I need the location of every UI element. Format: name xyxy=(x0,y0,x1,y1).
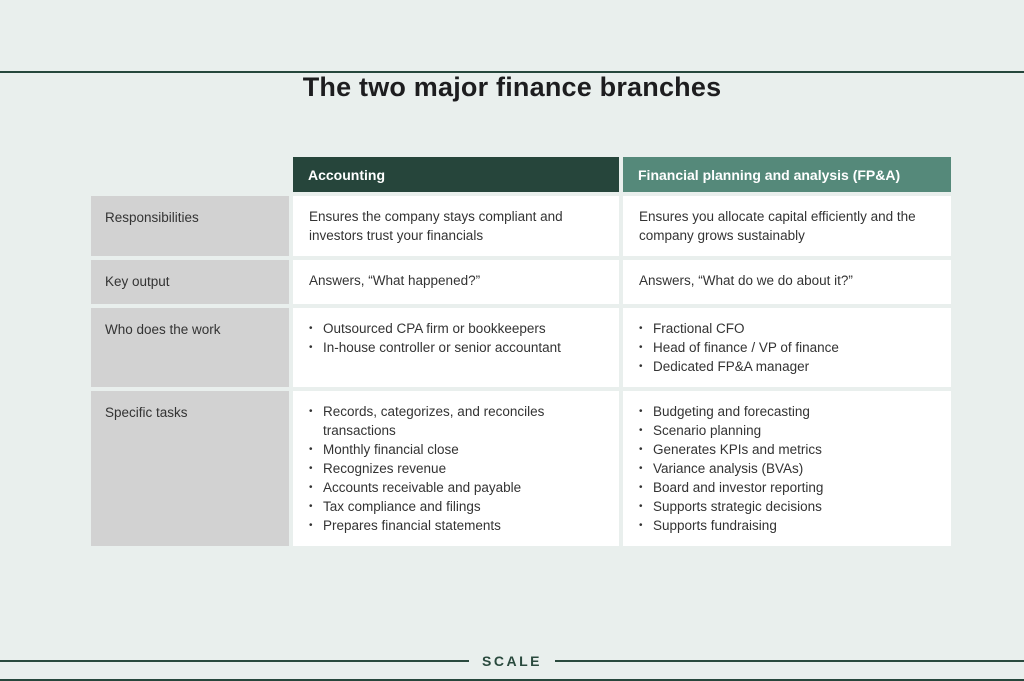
bullet-item: • Variance analysis (BVAs) xyxy=(639,459,935,478)
bullet-item: • Supports strategic decisions xyxy=(639,497,935,516)
footer-rule-left xyxy=(0,660,470,662)
table-cell-accounting: Ensures the company stays compliant and … xyxy=(293,196,619,256)
bullet-item: • Tax compliance and filings xyxy=(309,497,603,516)
table-cell-fpa: • Budgeting and forecasting • Scenario plan… xyxy=(623,391,951,546)
bullet-item: • Supports fundraising xyxy=(639,516,935,535)
bullet-item-text: Tax compliance and filings xyxy=(323,499,481,514)
bullet-item-text: Records, categorizes, and reconciles tra… xyxy=(323,404,545,438)
bullet-icon: • xyxy=(309,342,313,353)
bullet-icon: • xyxy=(639,361,643,372)
bullet-item-text: Supports strategic decisions xyxy=(653,499,822,514)
row-label-cell: Key output xyxy=(91,260,289,304)
bullet-icon: • xyxy=(309,323,313,334)
bullet-item: • Head of finance / VP of finance xyxy=(639,338,935,357)
bullet-icon: • xyxy=(639,444,643,455)
bullet-item-text: Fractional CFO xyxy=(653,321,745,336)
bullet-list: • Fractional CFO • Head of finance / VP of … xyxy=(639,319,935,376)
table-cell-accounting: • Outsourced CPA firm or bookkeepers • In-h… xyxy=(293,308,619,387)
bullet-icon: • xyxy=(639,342,643,353)
bullet-icon: • xyxy=(639,501,643,512)
bullet-item: • Dedicated FP&A manager xyxy=(639,357,935,376)
bullet-item-text: Recognizes revenue xyxy=(323,461,447,476)
bullet-item-text: Accounts receivable and payable xyxy=(323,480,522,495)
bullet-icon: • xyxy=(639,463,643,474)
bullet-icon: • xyxy=(639,520,643,531)
page-title: The two major finance branches xyxy=(302,72,722,102)
bullet-item-text: Head of finance / VP of finance xyxy=(653,340,839,355)
bullet-item-text: Supports fundraising xyxy=(653,518,777,533)
row-label-cell: Specific tasks xyxy=(91,391,289,546)
bullet-item: • Records, categorizes, and reconciles tr… xyxy=(309,402,603,440)
cell-text: Ensures you allocate capital efficiently… xyxy=(639,209,916,243)
bullet-item-text: Dedicated FP&A manager xyxy=(653,359,810,374)
footer: SCALE xyxy=(0,653,1024,669)
bullet-item-text: Monthly financial close xyxy=(323,442,459,457)
table-cell-accounting: Answers, “What happened?” xyxy=(293,260,619,304)
cell-text: Answers, “What do we do about it?” xyxy=(639,273,853,288)
table-cell-fpa: • Fractional CFO • Head of finance / VP of … xyxy=(623,308,951,387)
bullet-item-text: Variance analysis (BVAs) xyxy=(653,461,804,476)
comparison-grid: Accounting Financial planning and analys… xyxy=(91,157,951,546)
bullet-icon: • xyxy=(309,482,313,493)
row-label-cell: Who does the work xyxy=(91,308,289,387)
table-cell-fpa: Answers, “What do we do about it?” xyxy=(623,260,951,304)
comparison-table: Accounting Financial planning and analys… xyxy=(91,157,951,546)
footer-rule-right xyxy=(554,660,1024,662)
bullet-icon: • xyxy=(309,501,313,512)
bullet-item: • Prepares financial statements xyxy=(309,516,603,535)
bullet-item: • Fractional CFO xyxy=(639,319,935,338)
bullet-item-text: Board and investor reporting xyxy=(653,480,824,495)
brand-logo: SCALE xyxy=(482,653,542,669)
bullet-item-text: Budgeting and forecasting xyxy=(653,404,810,419)
bullet-icon: • xyxy=(639,482,643,493)
bullet-item: • Monthly financial close xyxy=(309,440,603,459)
bullet-item: • Board and investor reporting xyxy=(639,478,935,497)
bullet-item: • In-house controller or senior accountan… xyxy=(309,338,603,357)
bullet-item: • Scenario planning xyxy=(639,421,935,440)
cell-text: Ensures the company stays compliant and … xyxy=(309,209,563,243)
bullet-list: • Records, categorizes, and reconciles tr… xyxy=(309,402,603,535)
bullet-icon: • xyxy=(639,425,643,436)
bullet-list: • Outsourced CPA firm or bookkeepers • In-h… xyxy=(309,319,603,357)
bullet-item: • Budgeting and forecasting xyxy=(639,402,935,421)
bullet-item: • Generates KPIs and metrics xyxy=(639,440,935,459)
bullet-icon: • xyxy=(309,463,313,474)
bullet-icon: • xyxy=(309,406,313,417)
table-cell-accounting: • Records, categorizes, and reconciles tr… xyxy=(293,391,619,546)
bullet-item-text: Generates KPIs and metrics xyxy=(653,442,822,457)
table-corner-spacer xyxy=(91,157,289,192)
bullet-item-text: Scenario planning xyxy=(653,423,762,438)
bullet-item: • Outsourced CPA firm or bookkeepers xyxy=(309,319,603,338)
bullet-icon: • xyxy=(309,444,313,455)
bullet-icon: • xyxy=(639,406,643,417)
bullet-icon: • xyxy=(309,520,313,531)
row-label-cell: Responsibilities xyxy=(91,196,289,256)
bullet-item-text: Outsourced CPA firm or bookkeepers xyxy=(323,321,546,336)
column-header-accounting: Accounting xyxy=(293,157,619,192)
bullet-item-text: Prepares financial statements xyxy=(323,518,501,533)
table-cell-fpa: Ensures you allocate capital efficiently… xyxy=(623,196,951,256)
bullet-list: • Budgeting and forecasting • Scenario plan… xyxy=(639,402,935,535)
bullet-icon: • xyxy=(639,323,643,334)
bullet-item-text: In-house controller or senior accountant xyxy=(323,340,561,355)
cell-text: Answers, “What happened?” xyxy=(309,273,481,288)
top-border-line xyxy=(0,71,1024,73)
bullet-item: • Accounts receivable and payable xyxy=(309,478,603,497)
bullet-item: • Recognizes revenue xyxy=(309,459,603,478)
column-header-fpa: Financial planning and analysis (FP&A) xyxy=(623,157,951,192)
